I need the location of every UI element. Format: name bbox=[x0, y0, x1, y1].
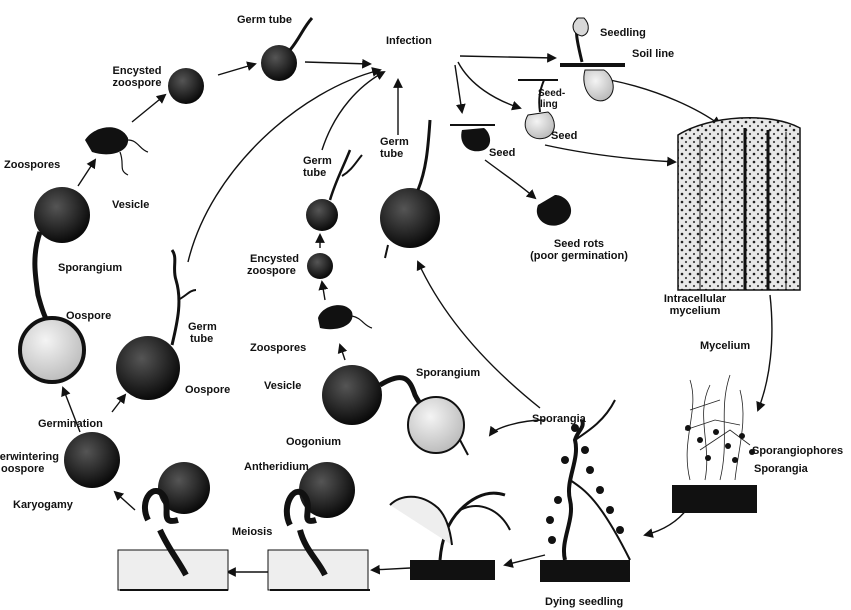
label-seed-ling-1: Seed- bbox=[538, 88, 565, 99]
label-encysted-zoospore-mid-1: Encysted bbox=[250, 254, 299, 265]
arrow-mid-vesicle-to-zoospores bbox=[340, 345, 345, 360]
label-germ-tube-oospore-2: tube bbox=[190, 334, 213, 345]
label-seed-ling-2: ling bbox=[540, 99, 558, 110]
seed-rots bbox=[537, 195, 571, 226]
label-oospore-left: Oospore bbox=[66, 311, 111, 322]
label-antheridium: Antheridium bbox=[244, 462, 309, 473]
label-sporangia-center: Sporangia bbox=[532, 414, 586, 425]
oogonium-left bbox=[118, 462, 228, 590]
label-soil-line: Soil line bbox=[632, 49, 674, 60]
germinating-cyst-top bbox=[261, 18, 312, 81]
encysted-zoospore-mid bbox=[307, 253, 333, 279]
label-germ-tube-oospore-1: Germ bbox=[188, 322, 217, 333]
arrow-vesicle-to-zoospores bbox=[78, 160, 95, 186]
arrow-tissue-to-mycelium bbox=[758, 295, 772, 410]
arrow-overwinter-to-germination-right bbox=[112, 395, 125, 412]
arrow-karyogamy-to-overwinter bbox=[115, 492, 135, 510]
collapsed-seedling bbox=[390, 493, 510, 580]
label-sporangium-mid: Sporangium bbox=[416, 368, 480, 379]
label-vesicle-left: Vesicle bbox=[112, 200, 149, 211]
label-vesicle-mid: Vesicle bbox=[264, 381, 301, 392]
label-infection: Infection bbox=[386, 36, 432, 47]
dying-seedling bbox=[540, 400, 630, 582]
vesicle-left bbox=[34, 187, 90, 322]
label-oospore-mid: Oospore bbox=[185, 385, 230, 396]
arrow-dying-to-collapse bbox=[505, 555, 545, 565]
arrow-zoospores-to-encysted bbox=[132, 95, 165, 122]
arrow-seed-to-tissue bbox=[545, 145, 675, 162]
label-zoospores-mid: Zoospores bbox=[250, 343, 306, 354]
arrow-seed-to-rots bbox=[485, 160, 535, 198]
label-seed-right: Seed bbox=[551, 131, 577, 142]
label-germ-tube-center-2: tube bbox=[380, 149, 403, 160]
label-germ-tube-center-1: Germ bbox=[380, 137, 409, 148]
label-encysted-zoospore-mid-2: zoospore bbox=[247, 266, 296, 277]
label-mycelium: Mycelium bbox=[700, 341, 750, 352]
arrow-collapse-to-oogonium bbox=[372, 568, 410, 570]
label-germ-tube-mid-2: tube bbox=[303, 168, 326, 179]
label-overwintering-2: oospore bbox=[1, 464, 44, 475]
arrow-sporangia-to-center-germ bbox=[418, 262, 540, 408]
mycelium-sporangia bbox=[685, 425, 755, 463]
label-seed-rots-2: (poor germination) bbox=[523, 251, 635, 262]
arrow-infection-to-seedling bbox=[460, 56, 555, 58]
label-encysted-zoospore-top-1: Encysted bbox=[106, 66, 168, 77]
label-intracellular-2: mycelium bbox=[650, 306, 740, 317]
zoospore-top bbox=[85, 127, 148, 175]
label-germination: Germination bbox=[38, 419, 103, 430]
tissue-block bbox=[678, 118, 800, 290]
arrow-mid-germtube-to-infection bbox=[322, 72, 384, 150]
label-zoospores-left: Zoospores bbox=[4, 160, 60, 171]
label-oogonium: Oogonium bbox=[286, 437, 341, 448]
oogonium-right bbox=[268, 462, 370, 590]
label-intracellular-1: Intracellular bbox=[650, 294, 740, 305]
zoospore-mid bbox=[318, 305, 372, 329]
oospore-left bbox=[20, 318, 84, 382]
oospore-mid-germinating bbox=[116, 250, 196, 400]
overwintering-oospore bbox=[64, 432, 120, 488]
arrow-encysted-to-germtube bbox=[218, 64, 255, 75]
label-sporangium-left: Sporangium bbox=[58, 263, 122, 274]
label-sporangiophores: Sporangiophores bbox=[752, 446, 843, 457]
label-meiosis: Meiosis bbox=[232, 527, 272, 538]
label-seedling: Seedling bbox=[600, 28, 646, 39]
label-dying-seedling: Dying seedling bbox=[545, 597, 623, 608]
arrow-zoospores-to-encysted-mid bbox=[322, 282, 325, 300]
label-seed-rots-1: Seed rots bbox=[523, 239, 635, 250]
arrow-infection-to-seed-left bbox=[455, 65, 462, 112]
label-overwintering-1: Overwintering bbox=[0, 452, 59, 463]
label-karyogamy: Karyogamy bbox=[13, 500, 73, 511]
label-germ-tube-mid-1: Germ bbox=[303, 156, 332, 167]
arrow-infection-to-seedling2 bbox=[458, 62, 520, 108]
label-sporangia-right: Sporangia bbox=[754, 464, 808, 475]
arrow-seedling-to-tissue bbox=[610, 80, 720, 125]
mycelium-culture bbox=[685, 375, 750, 480]
label-seed-left: Seed bbox=[489, 148, 515, 159]
arrow-germtube-to-infection bbox=[305, 62, 370, 64]
encysted-zoospore-top bbox=[168, 68, 204, 104]
label-encysted-zoospore-top-2: zoospore bbox=[106, 78, 168, 89]
mycelium-soil bbox=[672, 485, 757, 513]
label-germ-tube-top: Germ tube bbox=[237, 15, 292, 26]
